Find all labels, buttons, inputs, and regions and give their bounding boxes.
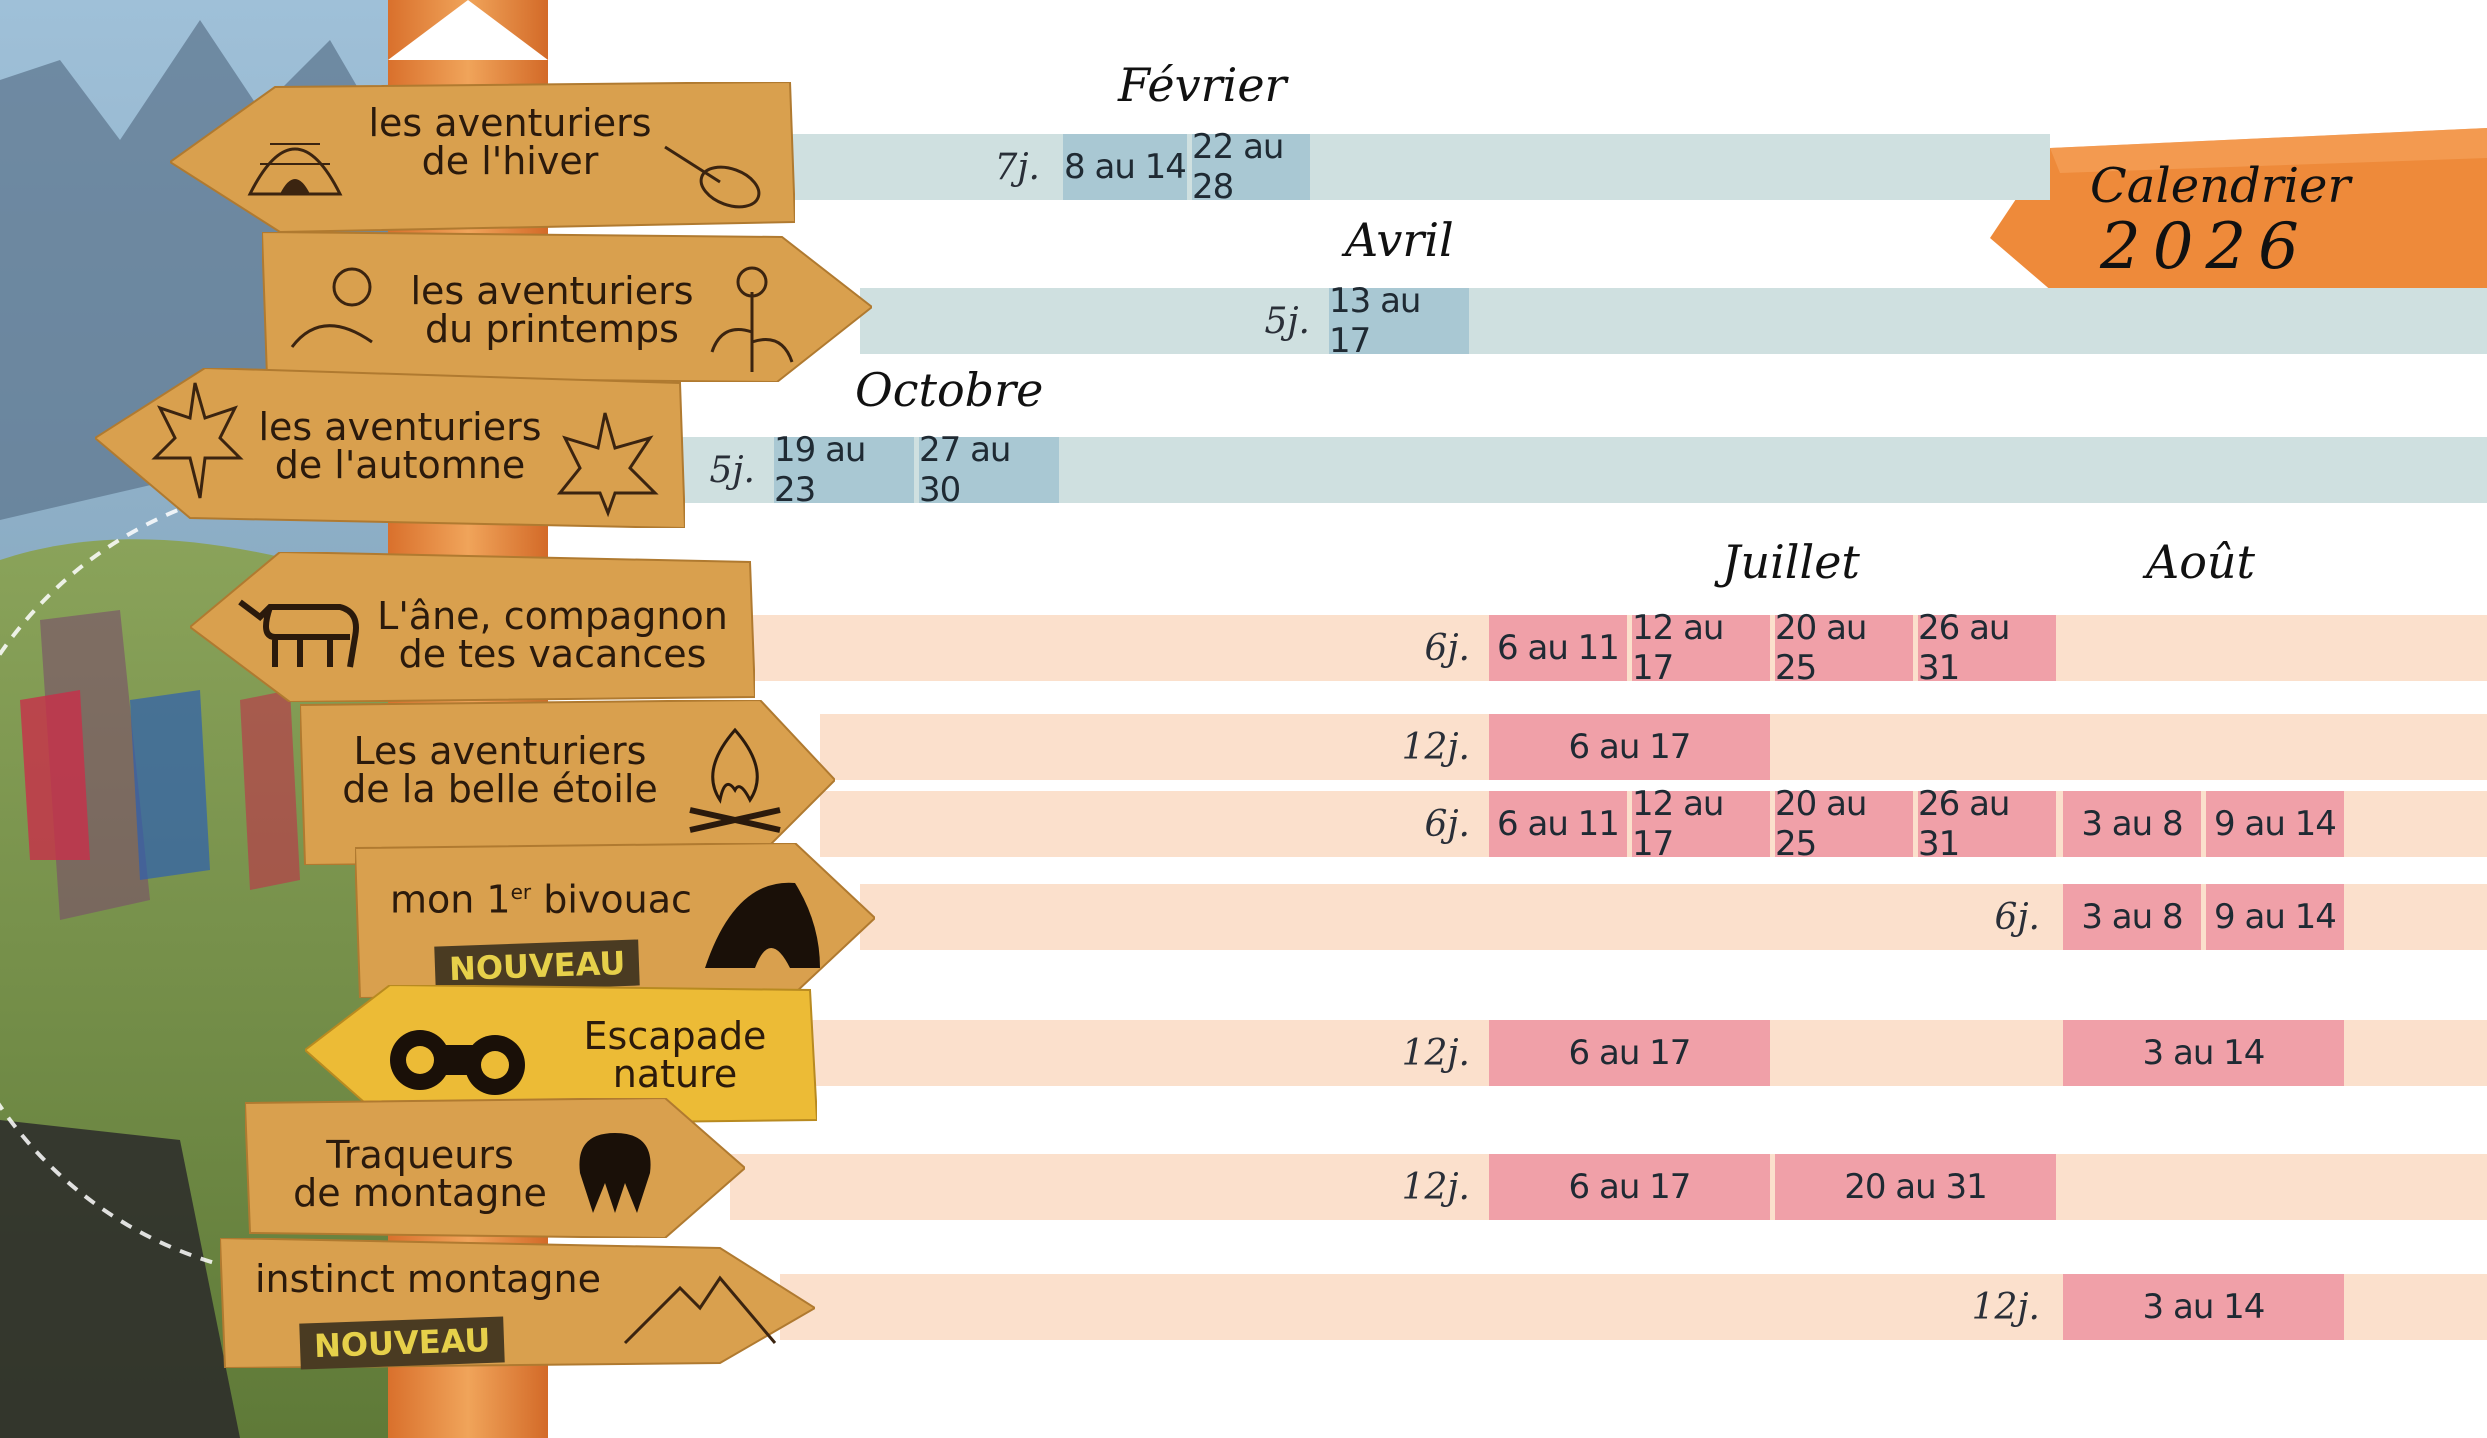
date-cell: 20 au 25 (1775, 608, 1913, 688)
sign-title-line1: Escapade (583, 1014, 767, 1058)
sign-instinct: instinct montagne NOUVEAU (220, 1238, 815, 1370)
duration-label: 12j. (1971, 1286, 2040, 1328)
duration-label: 6j. (1424, 627, 1470, 669)
month-juillet: Juillet (1722, 535, 1860, 589)
tent-icon (705, 882, 820, 968)
footprint-icon (579, 1133, 651, 1213)
sign-shape (245, 1098, 745, 1238)
flower-icon (710, 266, 794, 372)
month-octobre: Octobre (855, 363, 1044, 417)
sign-title-line2: nature (612, 1052, 738, 1096)
date-cell: 20 au 25 (1775, 784, 1913, 864)
date-cell: 8 au 14 (1063, 134, 1187, 200)
date-cell: 3 au 14 (2063, 1020, 2344, 1086)
sign-title-line1: Les aventuriers (353, 729, 647, 773)
sign-title-line2: de montagne (293, 1171, 547, 1215)
date-cell: 3 au 8 (2063, 791, 2201, 857)
mountain-icon (623, 1275, 777, 1345)
sign-title-line2: de tes vacances (398, 632, 707, 676)
duration-label: 12j. (1401, 1166, 1470, 1208)
sign-title: instinct montagne (255, 1257, 601, 1301)
sign-title-line1: les aventuriers (410, 269, 694, 313)
sign-title-post: bivouac (531, 877, 692, 922)
date-cell: 6 au 11 (1489, 615, 1627, 681)
sign-title-line1: les aventuriers (258, 405, 542, 449)
sign-title-line1: les aventuriers (368, 101, 652, 145)
date-cell: 3 au 8 (2063, 884, 2201, 950)
sign-title-pre: mon 1 (390, 877, 511, 922)
date-cell: 12 au 17 (1632, 608, 1770, 688)
date-cell: 6 au 17 (1489, 1154, 1770, 1220)
date-cell: 3 au 14 (2063, 1274, 2344, 1340)
sign-shape (300, 700, 835, 865)
row-band (790, 134, 2050, 200)
stone-icon (290, 267, 373, 348)
maple-leaf-icon (151, 382, 244, 499)
binoculars-icon (390, 1030, 525, 1095)
date-cell: 6 au 17 (1489, 714, 1770, 780)
nouveau-badge: NOUVEAU (299, 1316, 506, 1370)
duration-label: 6j. (1424, 803, 1470, 845)
title-line1: Calendrier (2090, 158, 2351, 214)
month-fevrier: Février (1118, 58, 1287, 112)
date-cell: 12 au 17 (1632, 784, 1770, 864)
date-cell: 26 au 31 (1918, 784, 2056, 864)
date-cell: 9 au 14 (2206, 791, 2344, 857)
date-cell: 26 au 31 (1918, 608, 2056, 688)
sign-shape (95, 368, 685, 528)
sign-hiver: les aventuriers de l'hiver (170, 82, 795, 232)
sign-title-line2: de la belle étoile (342, 767, 658, 811)
duration-label: 5j. (709, 449, 755, 491)
date-cell: 19 au 23 (774, 430, 914, 510)
snowshoe-icon (664, 145, 761, 209)
sign-title-line1: L'âne, compagnon (377, 594, 728, 638)
date-cell: 6 au 11 (1489, 791, 1627, 857)
pole-tip (388, 0, 548, 60)
month-avril: Avril (1345, 213, 1454, 267)
duration-label: 6j. (1994, 896, 2040, 938)
igloo-icon (247, 143, 343, 196)
date-cell: 9 au 14 (2206, 884, 2344, 950)
sign-belle-etoile: Les aventuriers de la belle étoile (300, 700, 835, 865)
sign-title-line2: de l'hiver (421, 139, 599, 183)
date-cell: 6 au 17 (1489, 1020, 1770, 1086)
sign-ane: L'âne, compagnon de tes vacances (190, 552, 755, 702)
duration-label: 12j. (1401, 1032, 1470, 1074)
sign-automne: les aventuriers de l'automne (95, 368, 685, 528)
sign-title-line2: du printemps (425, 307, 679, 351)
date-cell: 13 au 17 (1329, 281, 1469, 361)
sign-traqueurs: Traqueurs de montagne (245, 1098, 745, 1238)
sign-title-sup: er (510, 880, 532, 904)
title-tag: Calendrier 2026 (1990, 128, 2487, 308)
title-line2: 2026 (2100, 210, 2311, 284)
duration-label: 12j. (1401, 726, 1470, 768)
maple-leaf-icon-2 (556, 412, 659, 518)
month-aout: Août (2146, 535, 2256, 589)
donkey-icon (238, 599, 359, 668)
sign-title-line2: de l'automne (274, 443, 526, 487)
sign-shape (262, 232, 872, 382)
date-cell: 20 au 31 (1775, 1154, 2056, 1220)
sign-escapade: Escapade nature (305, 985, 817, 1125)
duration-label: 7j. (994, 146, 1040, 188)
date-cell: 27 au 30 (919, 430, 1059, 510)
campfire-icon (689, 727, 781, 833)
date-cell: 22 au 28 (1192, 127, 1310, 207)
sign-printemps: les aventuriers du printemps (262, 232, 872, 382)
sign-title-line1: Traqueurs (326, 1133, 514, 1177)
duration-label: 5j. (1264, 300, 1310, 342)
title-tag-shape (1990, 128, 2487, 298)
row-band (860, 288, 2487, 354)
sign-bivouac: mon 1er bivouac NOUVEAU (355, 843, 875, 998)
